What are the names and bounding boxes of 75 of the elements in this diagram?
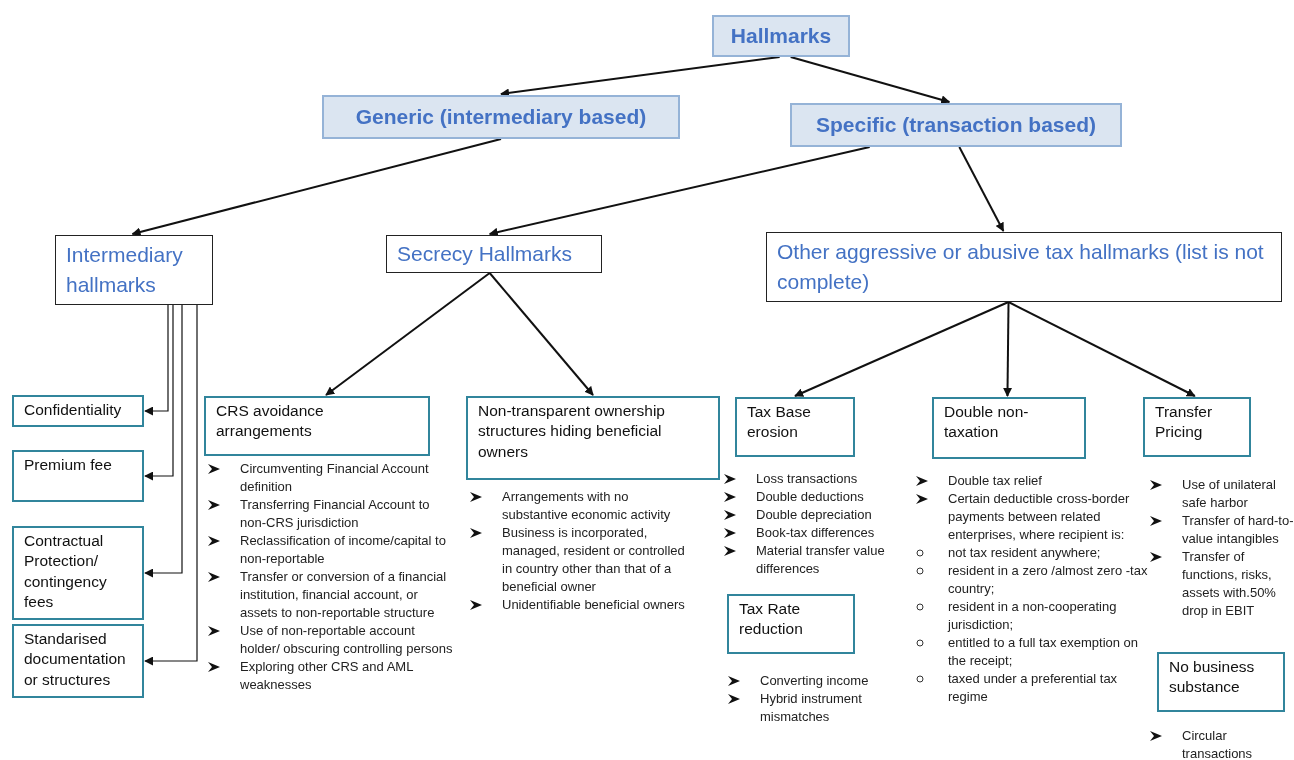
category-box xyxy=(12,624,144,698)
category-box xyxy=(55,235,213,305)
category-box xyxy=(790,103,1122,147)
arrow xyxy=(488,146,871,237)
list-item: Circumventing Financial Account definition xyxy=(240,460,430,496)
arrow xyxy=(500,56,781,98)
box-label: Contractual Protection/ contingency fees xyxy=(24,531,108,613)
list-item: Material transfer value differences xyxy=(756,542,886,578)
list-item: Exploring other CRS and AML weaknesses xyxy=(240,658,414,694)
box-label: Generic (intermediary based) xyxy=(355,105,647,129)
list-item: Double depreciation xyxy=(756,506,872,524)
list-item: resident in a non-cooperating jurisdiction; xyxy=(948,598,1118,634)
category-box xyxy=(766,232,1282,302)
box-label: Tax Rate reduction xyxy=(739,599,804,640)
list-item: Reclassification of income/capital to non-reportable xyxy=(240,532,447,568)
category-box xyxy=(932,397,1086,459)
list-item: entitled to a full tax exemption on the receipt; xyxy=(948,634,1140,670)
box-label: Premium fee xyxy=(24,455,112,475)
box-label: Double non-taxation xyxy=(944,402,1030,443)
list-item: Transferring Financial Account to non-CRS jurisdiction xyxy=(240,496,431,532)
category-box xyxy=(466,396,720,480)
list-item: taxed under a preferential tax regime xyxy=(948,670,1119,706)
list-item: Transfer of functions, risks, assets with.50% drop in EBIT xyxy=(1182,548,1277,620)
list-item: Transfer or conversion of a financial institution, financial account, or assets to non-reportable structure xyxy=(240,568,448,622)
category-box xyxy=(1157,652,1285,712)
list-item: Certain deductible cross-border payments between related enterprises, where recipient is: xyxy=(948,490,1131,544)
arrow xyxy=(131,138,502,237)
arrow xyxy=(325,272,491,396)
category-box xyxy=(1143,397,1251,457)
box-label: Standarised documentation or structures xyxy=(24,629,127,690)
arrow xyxy=(144,304,183,578)
arrow xyxy=(488,272,594,396)
list-item: Transfer of hard-to-value intangibles xyxy=(1182,512,1294,548)
list-item: Double deductions xyxy=(756,488,864,506)
box-label: Confidentiality xyxy=(24,400,122,420)
list-item: resident in a zero /almost zero -tax country; xyxy=(948,562,1149,598)
box-label: Intermediary hallmarks xyxy=(66,241,184,298)
category-box xyxy=(12,395,144,427)
box-label: CRS avoidance arrangements xyxy=(216,401,325,442)
category-box xyxy=(727,594,855,654)
list-item: not tax resident anywhere; xyxy=(948,544,1101,562)
list-item: Loss transactions xyxy=(756,470,858,488)
box-label: Secrecy Hallmarks xyxy=(397,240,573,267)
category-box xyxy=(204,396,430,456)
list-item: Use of non-reportable account holder/ obscuring controlling persons xyxy=(240,622,454,658)
box-label: Transfer Pricing xyxy=(1155,402,1214,443)
box-label: No business substance xyxy=(1169,657,1256,698)
arrow xyxy=(794,301,1010,397)
list-item: Double tax relief xyxy=(948,472,1042,490)
list-item: Converting income xyxy=(760,672,869,690)
arrow xyxy=(144,304,174,481)
box-label: Hallmarks xyxy=(730,24,832,48)
category-box xyxy=(12,526,144,620)
box-label: Other aggressive or abusive tax hallmarks (list is not complete) xyxy=(777,238,1265,295)
category-box xyxy=(386,235,602,273)
category-box xyxy=(12,450,144,502)
category-box xyxy=(712,15,850,57)
list-item: Circular transactions xyxy=(1182,727,1254,760)
arrow xyxy=(789,56,951,105)
box-label: Tax Base erosion xyxy=(747,402,812,443)
category-box xyxy=(322,95,680,139)
arrow xyxy=(958,146,1005,232)
arrow xyxy=(1007,301,1196,397)
list-item: Arrangements with no substantive economic activity xyxy=(502,488,672,524)
list-item: Unidentifiable beneficial owners xyxy=(502,596,685,614)
list-item: Book-tax differences xyxy=(756,524,875,542)
list-item: Business is incorporated, managed, resident or controlled in country other than that of a beneficial owner xyxy=(502,524,686,596)
arrow xyxy=(144,304,198,666)
list-item: Hybrid instrument mismatches xyxy=(760,690,863,726)
category-box xyxy=(735,397,855,457)
box-label: Specific (transaction based) xyxy=(815,113,1097,137)
arrow xyxy=(144,304,169,416)
arrow xyxy=(1003,301,1013,397)
list-item: Use of unilateral safe harbor xyxy=(1182,476,1277,512)
box-label: Non-transparent ownership structures hiding beneficial owners xyxy=(478,401,666,462)
